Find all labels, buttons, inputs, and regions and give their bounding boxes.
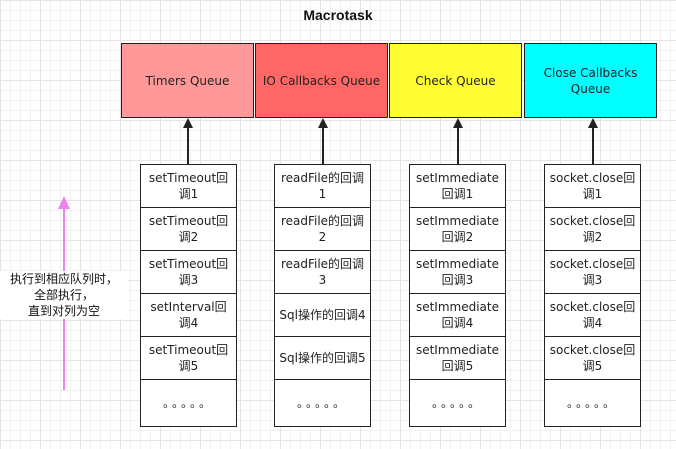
callback-cell: setTimeout回调2 [141, 208, 236, 251]
arrow-up-io [322, 126, 324, 164]
callback-cell: socket.close回调2 [545, 208, 640, 251]
execution-note-line: 执行到相应队列时， [9, 272, 118, 286]
queue-label: IO Callbacks Queue [262, 73, 381, 88]
arrow-up-timers [187, 126, 189, 164]
callback-ellipsis: 。。。。。 [566, 396, 618, 410]
callback-cell: socket.close回调4 [545, 294, 640, 337]
queue-timers: Timers Queue [121, 43, 254, 118]
execution-note-line: 全部执行， [33, 288, 94, 302]
queue-check: Check Queue [389, 43, 522, 118]
callback-ellipsis: 。。。。。 [431, 396, 483, 410]
callback-cell: readFile的回调2 [275, 208, 370, 251]
queue-label: Timers Queue [145, 73, 230, 88]
callback-cell: setImmediate回调4 [410, 294, 505, 337]
stack-io-callbacks: readFile的回调1 readFile的回调2 readFile的回调3 S… [274, 164, 371, 427]
callback-cell: setTimeout回调3 [141, 251, 236, 294]
callback-cell: readFile的回调1 [275, 165, 370, 208]
stack-close-callbacks: socket.close回调1 socket.close回调2 socket.c… [544, 164, 641, 427]
execution-arrow-head [58, 196, 70, 209]
arrow-up-close [592, 126, 594, 164]
queue-label: Check Queue [415, 73, 496, 88]
execution-note-line: 直到对列为空 [27, 304, 100, 318]
callback-cell: setTimeout回调5 [141, 337, 236, 380]
callback-cell: setImmediate回调1 [410, 165, 505, 208]
callback-cell: socket.close回调3 [545, 251, 640, 294]
arrow-head-check [453, 118, 463, 128]
stack-check: setImmediate回调1 setImmediate回调2 setImmed… [409, 164, 506, 427]
arrow-head-timers [183, 118, 193, 128]
queue-close-callbacks: Close Callbacks Queue [524, 43, 657, 118]
callback-cell: socket.close回调1 [545, 165, 640, 208]
callback-cell: setTimeout回调1 [141, 165, 236, 208]
callback-cell: setInterval回调4 [141, 294, 236, 337]
arrow-up-check [457, 126, 459, 164]
callback-cell: Sql操作的回调5 [275, 337, 370, 380]
callback-cell: Sql操作的回调4 [275, 294, 370, 337]
queue-io-callbacks: IO Callbacks Queue [255, 43, 388, 118]
queue-label: Close Callbacks Queue [543, 65, 638, 96]
callback-cell: socket.close回调5 [545, 337, 640, 380]
callback-ellipsis: 。。。。。 [162, 396, 214, 410]
callback-cell: setImmediate回调2 [410, 208, 505, 251]
callback-cell: setImmediate回调3 [410, 251, 505, 294]
arrow-head-close [588, 118, 598, 128]
diagram-title: Macrotask [303, 7, 373, 23]
callback-ellipsis: 。。。。。 [296, 396, 348, 410]
callback-cell: readFile的回调3 [275, 251, 370, 294]
arrow-head-io [318, 118, 328, 128]
callback-cell: setImmediate回调5 [410, 337, 505, 380]
stack-timers: setTimeout回调1 setTimeout回调2 setTimeout回调… [140, 164, 237, 427]
execution-note: 执行到相应队列时， 全部执行， 直到对列为空 [0, 271, 128, 319]
